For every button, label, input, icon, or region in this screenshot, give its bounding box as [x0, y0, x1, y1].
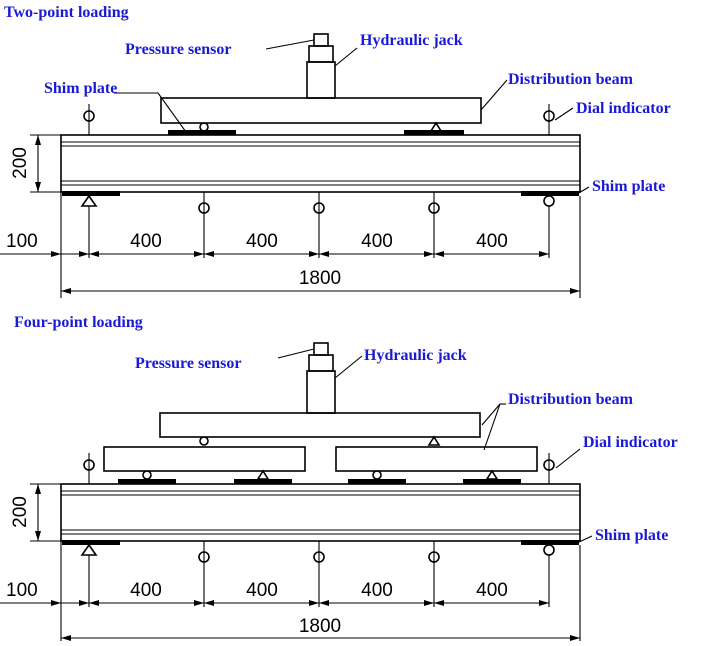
bottom-total-label: 1800 [299, 616, 341, 637]
top-span-2-label: 400 [246, 231, 278, 252]
top-shim-plate-bottom-left [62, 191, 120, 196]
bottom-leader-lines [277, 348, 593, 544]
top-left-support [80, 194, 98, 207]
bottom-shim-plate-bottom-left [62, 540, 120, 545]
bottom-span-dimensions: 100 400 400 400 400 1800 [0, 541, 581, 641]
bottom-left-support [80, 543, 98, 556]
bottom-shim-3 [348, 479, 406, 484]
bottom-title: Four-point loading [14, 314, 143, 331]
top-pin-support [429, 121, 443, 132]
top-shim-plate-left [168, 130, 236, 135]
bottom-dial-indicator-label: Dial indicator [583, 434, 678, 451]
two-point-loading-diagram: Two-point loading [0, 4, 671, 298]
top-right-support [543, 195, 555, 207]
bottom-dial-indicator-left [83, 453, 95, 484]
bottom-dial-indicators-bottom [88, 541, 550, 607]
bottom-load-point-3 [372, 470, 382, 480]
bottom-shim-4 [463, 479, 521, 484]
bottom-specimen-beam [60, 483, 581, 542]
top-distribution-beam-label: Distribution beam [508, 71, 634, 88]
bottom-overhang-label: 100 [6, 580, 38, 601]
bottom-distribution-beam-left [103, 446, 306, 472]
bottom-main-pin [427, 435, 441, 446]
bottom-distribution-beam-main [159, 412, 481, 438]
top-shim-plate-bottom-right [521, 191, 579, 196]
bottom-shim-plate-bottom-label: Shim plate [595, 527, 668, 544]
bottom-shim-1 [118, 479, 176, 484]
top-shim-plate-label: Shim plate [44, 80, 117, 97]
top-overhang-label: 100 [6, 231, 38, 252]
top-shim-plate-bottom-label: Shim plate [592, 178, 665, 195]
bottom-distribution-beam-right [335, 446, 538, 472]
top-specimen-beam [60, 134, 581, 193]
bottom-main-roller [199, 436, 209, 446]
top-roller-support [199, 122, 209, 132]
top-span-3-label: 400 [361, 231, 393, 252]
bottom-load-point-1 [142, 470, 152, 480]
top-shim-plate-right [404, 130, 464, 135]
top-hydraulic-jack [306, 33, 336, 99]
bottom-load-point-2 [256, 469, 270, 480]
bottom-height-dimension: 200 [10, 483, 61, 542]
bottom-shim-plate-bottom-right [521, 540, 579, 545]
bottom-shim-2 [234, 479, 292, 484]
top-distribution-beam [160, 97, 482, 124]
bottom-right-support [543, 544, 555, 556]
top-span-4-label: 400 [476, 231, 508, 252]
top-dial-indicator-left [83, 104, 95, 135]
top-pressure-sensor-label: Pressure sensor [125, 41, 232, 58]
bottom-pressure-sensor-label: Pressure sensor [135, 355, 242, 372]
top-span-1-label: 400 [130, 231, 162, 252]
top-total-label: 1800 [299, 268, 341, 289]
bottom-span-4-label: 400 [476, 580, 508, 601]
bottom-span-3-label: 400 [361, 580, 393, 601]
bottom-span-1-label: 400 [130, 580, 162, 601]
top-height-dimension: 200 [10, 134, 61, 193]
bottom-hydraulic-jack [306, 342, 336, 414]
bottom-distribution-beam-label: Distribution beam [508, 391, 634, 408]
top-height-label: 200 [10, 147, 31, 179]
four-point-loading-diagram: Four-point loading [0, 314, 678, 641]
top-hydraulic-jack-label: Hydraulic jack [360, 32, 463, 49]
top-dial-indicator-right [543, 104, 555, 135]
top-span-dimensions: 100 400 400 400 400 1800 [0, 192, 581, 298]
bottom-span-2-label: 400 [246, 580, 278, 601]
bottom-hydraulic-jack-label: Hydraulic jack [364, 347, 467, 364]
top-leader-lines [114, 39, 590, 195]
bottom-height-label: 200 [10, 496, 31, 528]
top-dial-indicators-bottom [88, 192, 550, 258]
top-title: Two-point loading [4, 4, 129, 21]
bottom-dial-indicator-right [543, 453, 555, 484]
bottom-load-point-4 [485, 469, 499, 480]
top-dial-indicator-label: Dial indicator [576, 100, 671, 117]
